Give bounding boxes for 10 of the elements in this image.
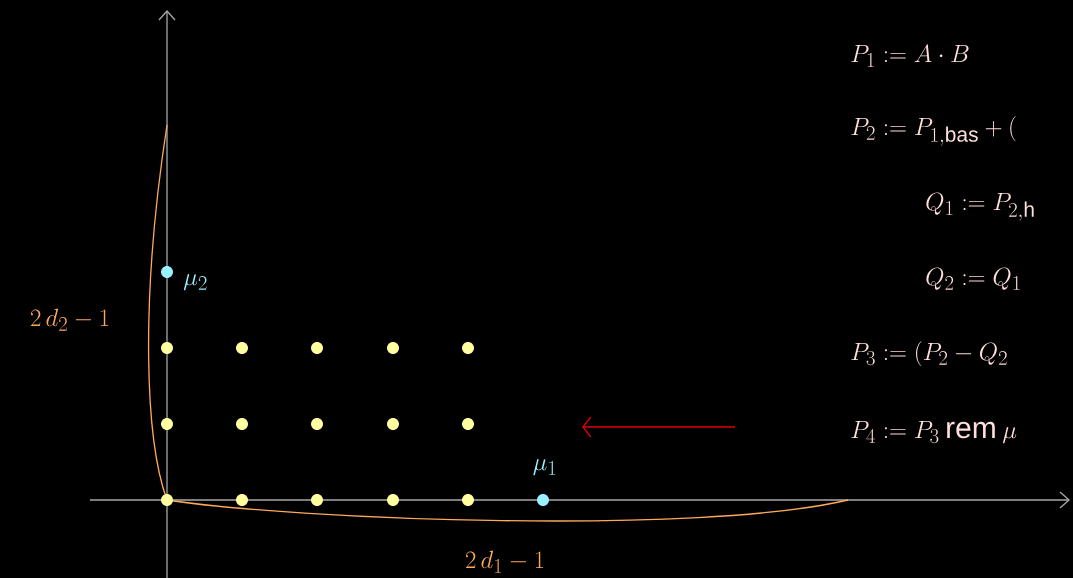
formula-line: $P_1 := A \cdot B$ xyxy=(851,44,969,67)
formula-line: $P_4 := P_3 \mathbin{\mathrm{rem}} \mu$ xyxy=(851,421,1017,444)
formula-line: $P_3 := (P_2 - Q_2$ xyxy=(851,341,1007,367)
dimension-label: $2\,d_2 - 1$ xyxy=(31,308,109,331)
point-label: $\mu_1$ xyxy=(533,459,556,476)
formula-line: $Q_1 := P_{2,\mathrm{h}}$ xyxy=(926,192,1034,221)
formula-line: $Q_2 := Q_1$ xyxy=(926,267,1020,290)
dimension-label: $2\,d_1 - 1$ xyxy=(466,550,544,573)
point-label: $\mu_2$ xyxy=(183,274,207,291)
formula-line: $P_2 := P_{1,\mathrm{bas}} + ($ xyxy=(851,116,1016,146)
